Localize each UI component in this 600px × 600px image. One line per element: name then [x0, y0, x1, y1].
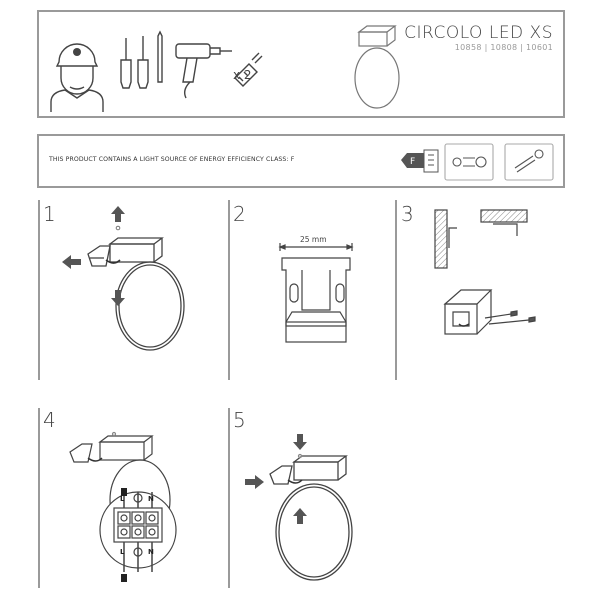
arrow-left-icon — [62, 255, 81, 269]
product-thumbnail — [354, 25, 400, 109]
product-title: CIRCOLO LED XS — [404, 23, 553, 43]
step-4-illustration: L N L N — [69, 431, 177, 582]
step-number-1: 1 — [43, 202, 56, 226]
screw-dowel-icon — [234, 52, 263, 87]
step-2-illustration: 25 mm — [278, 235, 354, 343]
terminal-label-n: N — [148, 548, 154, 556]
energy-icons: F — [401, 143, 554, 181]
step-divider — [228, 200, 230, 380]
arrow-up-icon — [111, 206, 125, 222]
tools-illustration: x 2 — [50, 25, 400, 112]
step-divider — [395, 200, 397, 380]
arrow-up-icon — [293, 508, 307, 524]
energy-box: THIS PRODUCT CONTAINS A LIGHT SOURCE OF … — [37, 134, 565, 188]
live-wire-marker — [121, 574, 127, 582]
step-5-illustration — [245, 434, 353, 581]
step-divider — [38, 200, 40, 380]
step-number-2: 2 — [233, 202, 246, 226]
screwdriver-icon — [120, 30, 163, 89]
terminal-label-l: L — [120, 548, 125, 556]
header-box: x 2 CIRCOLO LED XS 10858 | 10808 | 10601 — [37, 10, 565, 118]
product-codes: 10858 | 10808 | 10601 — [454, 43, 553, 52]
step-divider — [38, 408, 40, 588]
step-divider — [228, 408, 230, 588]
arrow-down-icon — [293, 434, 307, 450]
replaceable-control-gear-icon — [504, 143, 554, 181]
energy-label-icon — [401, 149, 439, 173]
step-number-5: 5 — [233, 408, 246, 432]
screw-count: x 2 — [233, 68, 252, 82]
arrow-right-icon — [245, 475, 264, 489]
step-number-4: 4 — [43, 408, 56, 432]
drill-icon — [175, 43, 232, 99]
terminal-label-n: N — [148, 495, 154, 503]
energy-class-letter: F — [410, 157, 415, 167]
replaceable-light-source-icon — [444, 143, 494, 181]
energy-notice: THIS PRODUCT CONTAINS A LIGHT SOURCE OF … — [49, 156, 295, 163]
terminal-label-l: L — [120, 495, 125, 503]
step-1-illustration — [62, 206, 185, 351]
step-3-illustration — [434, 209, 536, 335]
electrician-icon — [50, 43, 104, 112]
arrow-down-icon — [111, 290, 125, 306]
live-wire-marker — [121, 488, 127, 496]
step-number-3: 3 — [401, 202, 414, 226]
dimension-label: 25 mm — [300, 235, 327, 244]
